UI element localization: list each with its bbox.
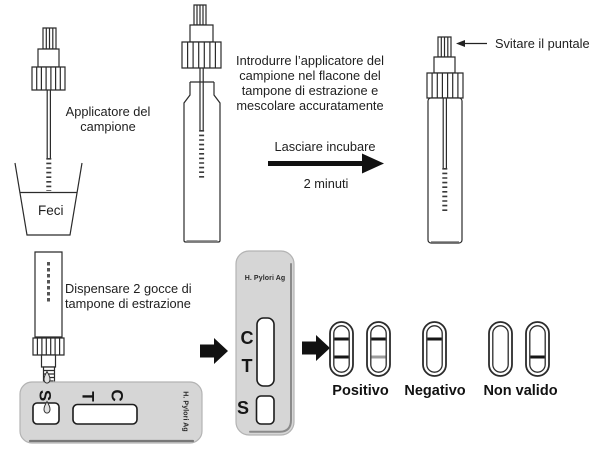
result-window-invalid-1: [489, 322, 512, 376]
test-line: [530, 355, 545, 359]
unscrew-label: Svitare il puntale: [495, 36, 590, 51]
tube-cap: [182, 42, 221, 68]
specimen-cup: [15, 163, 82, 235]
sample-applicator: [32, 28, 65, 191]
result-window: [73, 405, 137, 425]
result-window: [257, 318, 274, 386]
applicator-stick: [47, 90, 50, 158]
cup-label: Feci: [38, 203, 64, 218]
cassette-h-control-letter: C: [107, 389, 127, 402]
incubate-time: 2 minuti: [303, 176, 349, 191]
control-line: [427, 337, 442, 341]
test-cassette-horizontal: [20, 382, 202, 443]
result-window-invalid-2: [526, 322, 549, 376]
step-arrow-1: [200, 338, 228, 364]
applicator-label: Applicatore del campione: [65, 104, 151, 134]
cassette-h-test-letter: T: [78, 391, 98, 402]
result-window-positive-2: [367, 322, 390, 376]
drop-icon: [44, 402, 50, 414]
result-window-negative: [423, 322, 446, 376]
cassette-v-control-letter: C: [240, 328, 254, 348]
cassette-h-sample-letter: S: [35, 389, 55, 402]
capped-tube: [427, 37, 463, 243]
test-cassette-vertical: [236, 251, 294, 435]
tube-body: [184, 82, 220, 242]
control-line: [371, 337, 386, 341]
tube-cap: [427, 73, 463, 98]
test-line: [334, 355, 349, 359]
cassette-v-brand: H. Pylori Ag: [244, 275, 286, 282]
buffer-drops: [44, 372, 50, 414]
result-window-positive-1: [330, 322, 353, 376]
test-line: [371, 355, 386, 359]
cassette-h-brand: H. Pylori Ag: [181, 391, 189, 432]
applicator-cap: [32, 67, 65, 90]
result-label-negative: Negativo: [404, 383, 466, 399]
incubate-arrow: [268, 153, 384, 174]
unscrew-arrow: [456, 40, 487, 47]
cassette-v-sample-letter: S: [236, 398, 249, 418]
dispense-instruction: Dispensare 2 gocce di tampone di estrazi…: [65, 281, 192, 311]
tube-body: [428, 98, 462, 243]
mix-instruction: Introdurre l’applicatore del campione ne…: [236, 53, 384, 113]
incubate-label: Lasciare incubare: [274, 139, 376, 154]
cassette-v-test-letter: T: [241, 356, 253, 376]
drop-icon: [44, 372, 50, 384]
sample-well: [257, 396, 275, 424]
step-arrow-2: [302, 335, 330, 361]
result-label-invalid: Non valido: [483, 383, 558, 399]
control-line: [334, 337, 349, 341]
result-examples: [330, 322, 549, 376]
result-label-positive: Positivo: [332, 383, 389, 399]
dropper-tube: [33, 252, 64, 388]
dropper-body: [35, 252, 62, 337]
extraction-tube-with-applicator: [182, 5, 221, 242]
